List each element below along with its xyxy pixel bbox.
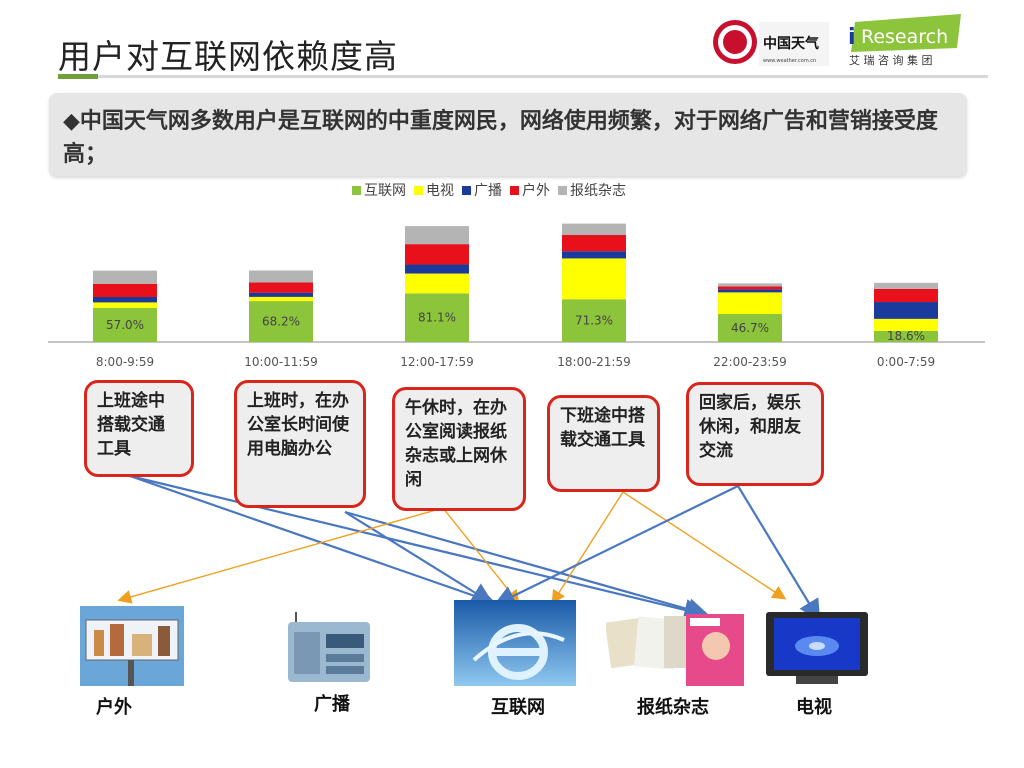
iresearch-logo: i Research 艾 瑞 咨 询 集 团 — [848, 14, 961, 67]
legend-item: 户外 — [510, 181, 550, 199]
bar-segment — [405, 264, 469, 274]
bar-segment — [718, 313, 782, 342]
bar-segment — [874, 288, 938, 303]
radio-image — [288, 612, 370, 682]
weather-logo-url: www.weather.com.cn — [763, 58, 816, 64]
connector-arrow — [442, 507, 520, 605]
callout-commute-morning: 上班途中搭载交通工具 — [84, 380, 194, 477]
legend-swatch — [510, 185, 519, 195]
connector-arrow — [129, 474, 497, 607]
bar-segment — [874, 282, 938, 289]
bar-segment — [874, 330, 938, 342]
legend-item: 广播 — [462, 181, 502, 199]
data-label: 81.1% — [418, 311, 456, 325]
bar-segment — [718, 292, 782, 314]
weather-logo-text: 中国天气 — [763, 35, 819, 52]
connector-arrow — [344, 511, 494, 605]
bar-segment — [93, 283, 157, 297]
weather-cn-logo: 中国天气 www.weather.com.cn — [713, 20, 829, 66]
legend-label: 户外 — [522, 183, 550, 199]
bar-segment — [405, 273, 469, 294]
legend-swatch — [462, 185, 471, 195]
billboard-image — [80, 606, 184, 686]
legend-swatch — [414, 185, 423, 195]
legend-label: 电视 — [426, 183, 454, 199]
connector-arrow — [551, 491, 624, 605]
connector-arrow — [117, 507, 444, 604]
media-label-print: 报纸杂志 — [637, 697, 709, 718]
media-label-radio: 广播 — [314, 694, 350, 715]
legend-label: 报纸杂志 — [570, 183, 626, 199]
iresearch-logo-cn: 艾 瑞 咨 询 集 团 — [849, 53, 932, 67]
bar-segment — [93, 302, 157, 308]
summary-text: ◆中国天气网多数用户是互联网的中重度网民，网络使用频繁，对于网络广告和营销接受度… — [63, 108, 938, 167]
x-tick-label: 10:00-11:59 — [244, 355, 318, 369]
bar-segment — [249, 282, 313, 293]
connector-arrow — [737, 485, 821, 622]
legend-item: 互联网 — [352, 181, 406, 199]
chart-legend: 互联网 电视 广播 户外 报纸杂志 — [352, 181, 626, 199]
connector-arrow — [493, 485, 739, 607]
x-tick-label: 8:00-9:59 — [96, 355, 154, 369]
bar-segment — [249, 292, 313, 297]
x-tick-label: 0:00-7:59 — [877, 355, 935, 369]
bar-segment — [405, 244, 469, 265]
tv-image — [766, 612, 868, 684]
bar-segment — [249, 270, 313, 283]
bar-segment — [874, 302, 938, 319]
bar-segment — [249, 296, 313, 302]
legend-swatch — [558, 185, 567, 195]
iresearch-logo-text: Research — [861, 26, 948, 48]
page-title: 用户对互联网依赖度高 — [58, 37, 398, 76]
connector-arrow — [129, 474, 707, 621]
newspaper-magazine-image — [606, 614, 744, 686]
svg-text:i: i — [848, 25, 856, 50]
legend-item: 报纸杂志 — [558, 181, 626, 199]
connector-arrow — [344, 510, 710, 620]
x-tick-label: 12:00-17:59 — [400, 355, 474, 369]
media-label-tv: 电视 — [796, 697, 832, 718]
bar-segment — [562, 235, 626, 252]
bar-segment — [93, 297, 157, 303]
bar-segment — [562, 258, 626, 300]
data-label: 57.0% — [106, 318, 144, 332]
x-tick-label: 18:00-21:59 — [557, 355, 631, 369]
title-divider-accent — [58, 74, 98, 79]
bar-segment — [562, 223, 626, 236]
legend-label: 广播 — [474, 183, 502, 199]
media-label-outdoor: 户外 — [96, 697, 132, 718]
legend-swatch — [352, 185, 361, 195]
x-tick-label: 22:00-23:59 — [713, 355, 787, 369]
bar-segment — [718, 289, 782, 293]
data-label: 18.6% — [887, 329, 925, 343]
legend-label: 互联网 — [364, 183, 406, 199]
bar-segment — [405, 226, 469, 245]
callout-home-leisure: 回家后，娱乐休闲，和朋友交流 — [686, 382, 824, 486]
bar-segment — [874, 318, 938, 331]
bar-segment — [718, 286, 782, 290]
bar-segment — [718, 283, 782, 287]
bar-segment — [93, 270, 157, 284]
title-divider — [58, 75, 988, 78]
callout-commute-evening: 下班途中搭载交通工具 — [547, 395, 660, 492]
callout-lunch-break: 午休时，在办公室阅读报纸杂志或上网休闲 — [392, 387, 526, 511]
bar-segment — [405, 293, 469, 342]
legend-item: 电视 — [414, 181, 454, 199]
bar-segment — [249, 301, 313, 342]
media-label-internet: 互联网 — [491, 697, 545, 718]
summary-banner: ◆中国天气网多数用户是互联网的中重度网民，网络使用频繁，对于网络广告和营销接受度… — [49, 93, 967, 176]
data-label: 46.7% — [731, 321, 769, 335]
bar-segment — [93, 307, 157, 342]
callout-office-work: 上班时，在办公室长时间使用电脑办公 — [234, 380, 366, 508]
bar-segment — [562, 299, 626, 342]
data-label: 71.3% — [575, 314, 613, 328]
internet-e-image — [454, 600, 576, 686]
data-label: 68.2% — [262, 315, 300, 329]
connector-arrow — [622, 491, 787, 600]
bar-segment — [562, 251, 626, 259]
